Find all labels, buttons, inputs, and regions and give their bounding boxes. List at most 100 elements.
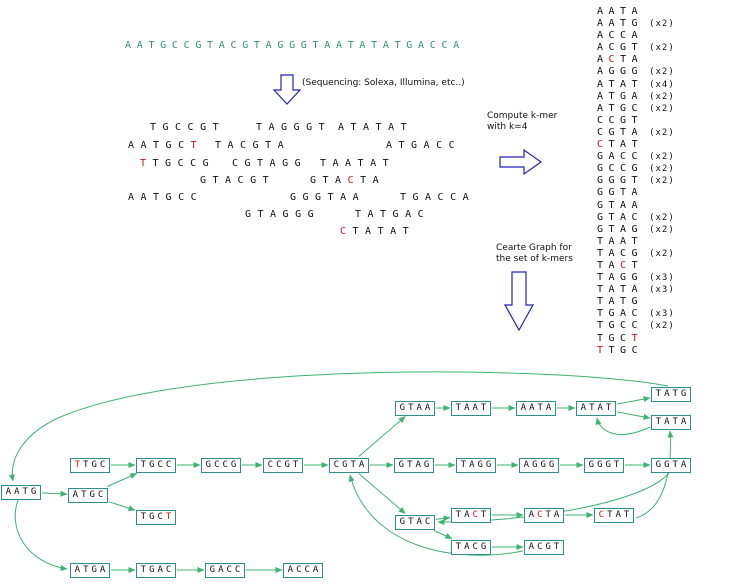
graph-node-ggta: GGTA (651, 457, 691, 473)
kmer-row: TGCC(x2) (597, 317, 675, 332)
kmer-row: CCGT (597, 112, 675, 126)
kmer-row: TAAT (597, 233, 675, 247)
error-base: T (74, 460, 84, 470)
read-fragment: TGCCGT (150, 122, 226, 133)
kmer-text: TGAC (597, 308, 644, 320)
graph-node-tagg: TAGG (456, 457, 496, 473)
kmer-row: CTAT (597, 136, 675, 150)
read-fragment: TGACCA (400, 192, 476, 203)
kmer-text: ATGA (597, 90, 644, 102)
graph-node-taat: TAAT (451, 400, 491, 416)
compute-kmer-label: Compute k-mer with k=4 (487, 111, 557, 133)
kmer-text: GTAC (597, 211, 644, 223)
kmer-text: ATGC (597, 102, 644, 114)
kmer-row: GTAA (597, 197, 675, 211)
read-fragment: TACGTA (215, 140, 291, 151)
edge-atat-tatg (616, 396, 651, 405)
graph-node-gacc: GACC (205, 562, 245, 578)
read-fragment: TAATAT (320, 158, 396, 169)
kmer-count: (x2) (649, 67, 675, 78)
edge-atgc-tgct (108, 501, 136, 512)
kmer-count: (x2) (649, 103, 675, 114)
kmer-row: GCCG(x2) (597, 160, 675, 175)
edge-aatg-atgc (41, 490, 68, 497)
kmer-text: AATA (597, 6, 644, 17)
edge-acgt-cgta (348, 474, 524, 556)
kmer-text: CGTA (597, 126, 644, 138)
read-fragment: TTGCCG (140, 158, 216, 169)
kmer-text: GCCG (597, 163, 644, 175)
kmer-text: ACCA (597, 30, 644, 42)
error-base: T (140, 158, 153, 169)
graph-node-gtag: GTAG (394, 457, 434, 473)
sequencing-down-arrow-icon (272, 74, 302, 105)
graph-node-gtac: GTAC (395, 514, 435, 530)
graph-node-ccgt: CCGT (263, 457, 303, 473)
edge-cgta-gtaa (358, 416, 406, 457)
kmer-text: ACGT (597, 42, 644, 54)
graph-node-acgt: ACGT (524, 539, 564, 555)
edge-gtac-tacg (433, 530, 453, 539)
graph-node-aatg: AATG (1, 484, 41, 500)
kmer-row: GGGT(x2) (597, 172, 675, 187)
read-fragment: TATGAC (355, 209, 431, 220)
kmer-count: (x2) (649, 176, 675, 187)
error-base: C (340, 226, 353, 237)
edge-atat-tata (616, 411, 651, 420)
kmer-text: TTGC (597, 344, 644, 356)
error-base: C (598, 510, 608, 520)
graph-node-tata: TATA (651, 414, 691, 430)
error-base: C (472, 510, 481, 520)
kmer-row: ATAT(x4) (597, 76, 675, 90)
kmer-count: (x2) (649, 248, 675, 259)
kmer-row: GACC(x2) (597, 148, 675, 163)
kmer-row: AATG(x2) (597, 15, 675, 30)
graph-node-aggg: AGGG (519, 457, 559, 473)
kmer-count: (x2) (649, 321, 675, 332)
kmer-row: TATG (597, 293, 675, 307)
graph-node-aata: AATA (516, 400, 556, 416)
create-graph-label: Cearte Graph for the set of k-mers (496, 243, 573, 265)
read-fragment: GGGTAA (290, 192, 366, 203)
compute-kmer-right-arrow-icon (499, 148, 543, 176)
read-fragment: TAGGGT (256, 122, 332, 133)
graph-node-atat: ATAT (576, 400, 616, 416)
graph-node-tacg: TACG (451, 539, 491, 555)
graph-node-tatg: TATG (651, 386, 691, 402)
compute-kmer-label-line2: with k=4 (487, 122, 528, 132)
kmer-row: TAGG(x3) (597, 269, 675, 283)
kmer-text: ATAT (597, 78, 644, 90)
compute-kmer-label-line1: Compute k-mer (487, 111, 558, 121)
kmer-row: ACTA (597, 51, 675, 65)
graph-node-acca: ACCA (283, 562, 323, 578)
read-fragment: GTAGGG (245, 209, 321, 220)
kmer-row: GTAG(x2) (597, 221, 675, 235)
kmer-count: (x3) (649, 285, 675, 296)
edge-gtac-tact (435, 515, 451, 522)
graph-node-gccg: GCCG (201, 457, 241, 473)
kmer-text: AATG (597, 18, 644, 30)
kmer-text: GTAG (597, 223, 644, 235)
kmer-row: ATGC (x2) (597, 100, 675, 114)
graph-node-gggt: GGGT (584, 457, 624, 473)
edge-tata-atat (595, 417, 651, 435)
error-base: T (165, 512, 175, 522)
kmer-row: AATA (597, 3, 675, 17)
kmer-text: GACC (597, 151, 644, 163)
kmer-row: TACG(x2) (597, 245, 675, 259)
error-base: T (597, 344, 609, 356)
kmer-text: GGTA (597, 187, 644, 199)
kmer-row: GGTA (597, 184, 675, 199)
create-graph-label-line2: the set of k-mers (496, 254, 573, 264)
read-fragment: GTACTA (310, 175, 386, 186)
kmer-count: (x2) (649, 212, 675, 223)
graph-node-gtaa: GTAA (395, 400, 435, 416)
error-base: T (190, 140, 204, 151)
kmer-text: GTAA (597, 199, 644, 211)
read-fragment: CGTAGG (232, 158, 308, 169)
kmer-row: GTAC (x2) (597, 209, 675, 223)
